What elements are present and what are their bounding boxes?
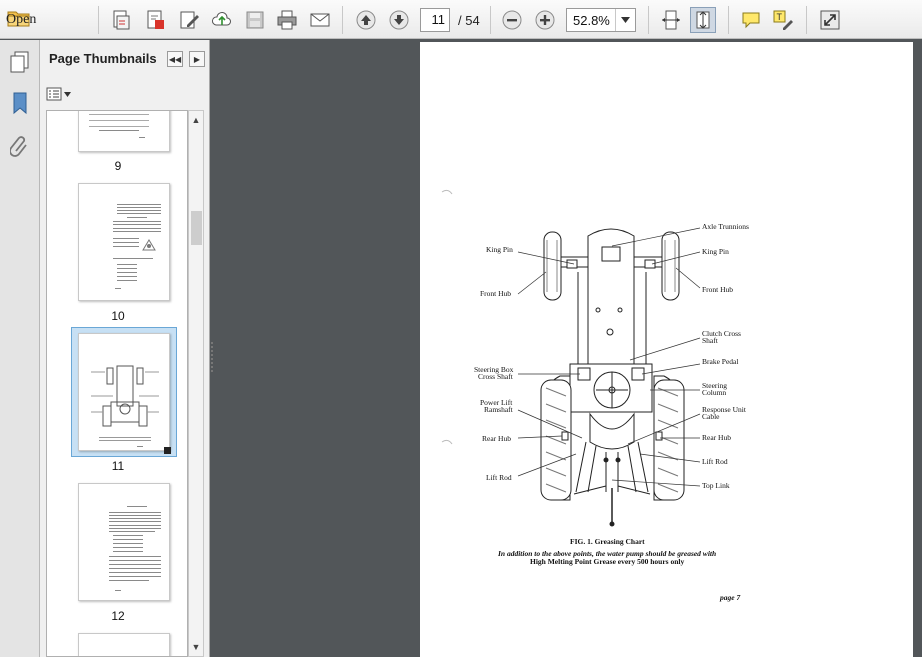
toolbar-separator bbox=[98, 6, 99, 34]
create-pdf-icon[interactable] bbox=[108, 7, 134, 33]
thumbnail-page-12[interactable] bbox=[78, 483, 170, 601]
edit-pdf-icon[interactable] bbox=[176, 7, 202, 33]
label-power-lift-1: Power Lift bbox=[480, 398, 513, 407]
label-lift-rod-left: Lift Rod bbox=[486, 473, 512, 482]
label-king-pin-right: King Pin bbox=[702, 247, 729, 256]
note-line-2: High Melting Point Grease every 500 hour… bbox=[530, 557, 685, 566]
chevron-down-icon bbox=[64, 91, 71, 97]
expand-panel-icon[interactable]: ▶ bbox=[189, 51, 205, 67]
toolbar-separator bbox=[806, 6, 807, 34]
thumbnail-page-9[interactable] bbox=[78, 111, 170, 152]
thumbnail-label-12: 12 bbox=[111, 609, 125, 623]
page-number-input[interactable]: 11 bbox=[420, 8, 450, 32]
scrollbar-thumb[interactable] bbox=[191, 211, 202, 245]
page-number: page 7 bbox=[720, 593, 741, 602]
page-total-label: / 54 bbox=[458, 13, 480, 28]
panel-resize-handle[interactable] bbox=[210, 340, 214, 380]
open-button[interactable]: Open bbox=[6, 7, 36, 34]
toolbar-separator bbox=[342, 6, 343, 34]
zoom-select[interactable]: 52.8% bbox=[566, 8, 636, 32]
zoom-in-icon[interactable] bbox=[532, 7, 558, 33]
label-power-lift-2: Ramshaft bbox=[484, 405, 513, 414]
document-page: Axle Trunnions King Pin King Pin Front H… bbox=[420, 42, 913, 657]
options-menu-button[interactable] bbox=[46, 85, 74, 103]
email-icon[interactable] bbox=[307, 7, 333, 33]
open-label: Open bbox=[6, 12, 37, 27]
attachments-icon[interactable] bbox=[7, 130, 33, 160]
label-top-link: Top Link bbox=[702, 481, 730, 490]
thumbnail-page-13[interactable] bbox=[78, 633, 170, 656]
thumbnails-scrollbar[interactable]: ▲ ▼ bbox=[188, 110, 204, 657]
panel-title: Page Thumbnails bbox=[49, 51, 157, 66]
toolbar-separator bbox=[490, 6, 491, 34]
label-response-unit-1: Response Unit bbox=[702, 405, 746, 414]
page-thumbnails-icon[interactable] bbox=[7, 47, 33, 77]
label-rear-hub-right: Rear Hub bbox=[702, 433, 731, 442]
main-toolbar: Open 11 / 54 52.8% bbox=[0, 0, 922, 39]
navigation-rail bbox=[0, 40, 40, 657]
collapse-panel-icon[interactable]: ◀◀ bbox=[167, 51, 183, 67]
thumbnails-panel: Page Thumbnails ◀◀ ▶ 9 bbox=[40, 40, 210, 657]
label-clutch-cross-shaft-1: Clutch Cross bbox=[702, 329, 741, 338]
save-icon[interactable] bbox=[242, 7, 268, 33]
next-page-icon[interactable] bbox=[386, 7, 412, 33]
label-brake-pedal: Brake Pedal bbox=[702, 357, 739, 366]
previous-page-icon[interactable] bbox=[353, 7, 379, 33]
thumbnail-label-10: 10 bbox=[111, 309, 125, 323]
label-front-hub-right: Front Hub bbox=[702, 285, 734, 294]
thumbnail-page-11[interactable] bbox=[78, 333, 170, 451]
svg-text:T: T bbox=[777, 12, 783, 22]
label-steering-box-1: Steering Box bbox=[474, 365, 514, 374]
full-screen-icon[interactable] bbox=[817, 7, 843, 33]
label-clutch-cross-shaft-2: Shaft bbox=[702, 336, 718, 345]
print-icon[interactable] bbox=[274, 7, 300, 33]
folder-icon bbox=[6, 7, 32, 34]
bookmarks-icon[interactable] bbox=[7, 88, 33, 118]
thumbnail-label-9: 9 bbox=[114, 159, 122, 173]
list-options-icon bbox=[46, 87, 62, 101]
upload-cloud-icon[interactable] bbox=[209, 7, 235, 33]
label-rear-hub-left: Rear Hub bbox=[482, 434, 511, 443]
fit-width-icon[interactable] bbox=[658, 7, 684, 33]
label-steering-column-1: Steering bbox=[702, 381, 727, 390]
thumbnail-page-10[interactable] bbox=[78, 183, 170, 301]
scroll-up-icon[interactable]: ▲ bbox=[191, 115, 201, 125]
thumbnails-list: 9 10 bbox=[46, 110, 188, 657]
figure-caption: FIG. 1. Greasing Chart bbox=[570, 537, 645, 546]
highlight-text-icon[interactable]: T bbox=[770, 7, 796, 33]
zoom-out-icon[interactable] bbox=[499, 7, 525, 33]
label-front-hub-left: Front Hub bbox=[480, 289, 512, 298]
chevron-down-icon[interactable] bbox=[615, 9, 635, 31]
export-pdf-icon[interactable] bbox=[142, 7, 168, 33]
label-axle-trunnions: Axle Trunnions bbox=[702, 222, 749, 231]
note-line-1: In addition to the above points, the wat… bbox=[498, 549, 717, 558]
label-response-unit-2: Cable bbox=[702, 412, 720, 421]
label-king-pin-left: King Pin bbox=[486, 245, 513, 254]
scroll-down-icon[interactable]: ▼ bbox=[191, 642, 201, 652]
fit-page-icon[interactable] bbox=[690, 7, 716, 33]
toolbar-separator bbox=[728, 6, 729, 34]
thumbnail-label-11: 11 bbox=[111, 459, 125, 473]
comment-icon[interactable] bbox=[738, 7, 764, 33]
label-steering-box-2: Cross Shaft bbox=[478, 372, 513, 381]
tractor-greasing-diagram bbox=[441, 189, 701, 527]
toolbar-separator bbox=[648, 6, 649, 34]
current-view-marker bbox=[164, 447, 171, 454]
zoom-value: 52.8% bbox=[573, 13, 610, 28]
label-lift-rod-right: Lift Rod bbox=[702, 457, 728, 466]
label-steering-column-2: Column bbox=[702, 388, 727, 397]
